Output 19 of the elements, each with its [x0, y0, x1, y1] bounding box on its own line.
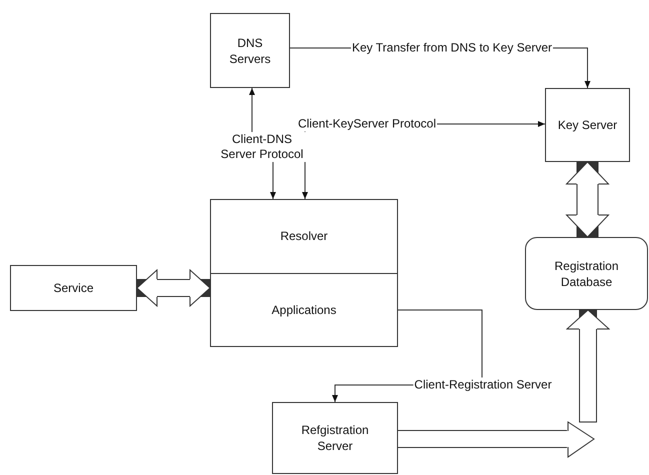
- block-arrow: [136, 270, 210, 306]
- block-arrow: [398, 310, 610, 448]
- edge-label: Client-KeyServer Protocol: [296, 116, 438, 132]
- process-box: [210, 199, 398, 347]
- process-box: [10, 265, 137, 311]
- database-box: [525, 237, 648, 310]
- node-text: DNS Servers: [228, 34, 272, 66]
- node-text: Service: [52, 280, 94, 296]
- node-text: Applications: [270, 302, 338, 318]
- node-text: Resolver: [279, 228, 329, 244]
- node-text: Registration Database: [553, 258, 620, 290]
- process-box: [210, 13, 290, 88]
- edge-label: Client-Registration Server: [413, 378, 553, 392]
- process-box: [545, 88, 630, 162]
- node-text: Key Server: [556, 117, 618, 133]
- node-text: Refgistration Server: [300, 422, 370, 454]
- process-box: [272, 402, 398, 474]
- block-arrow: [566, 162, 609, 238]
- edge-label: Key Transfer from DNS to Key Server: [350, 40, 554, 56]
